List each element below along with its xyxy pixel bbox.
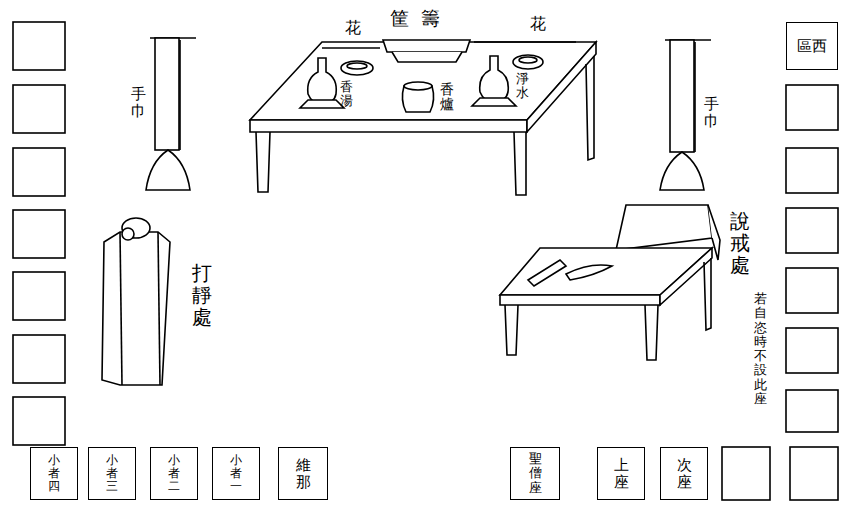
seat-label: 小者三	[106, 454, 118, 494]
empty-seat-boxes	[13, 335, 65, 383]
empty-seat-boxes	[13, 397, 65, 445]
towel-stand	[660, 152, 704, 190]
table-objects	[480, 56, 509, 102]
towel-stand	[694, 42, 696, 152]
seat-box: 小者四	[30, 447, 78, 500]
pillar-with-bell	[120, 232, 122, 385]
seat-label: 維那	[296, 457, 311, 490]
towel-stand	[670, 40, 694, 152]
altar-table	[250, 120, 527, 132]
precept-seat	[616, 205, 712, 250]
precept-seat	[500, 295, 660, 305]
object-label: 香湯	[340, 80, 353, 109]
empty-seat-boxes	[13, 22, 65, 70]
altar-table	[250, 42, 596, 195]
empty-seat-boxes	[13, 22, 838, 500]
table-objects	[341, 61, 373, 75]
empty-seat-boxes	[13, 272, 65, 320]
empty-seat-boxes	[786, 328, 838, 373]
empty-seat-boxes	[786, 268, 838, 313]
towel-stand	[146, 150, 190, 190]
object-label: 說戒處	[730, 210, 750, 276]
table-objects	[347, 63, 367, 69]
table-objects	[472, 98, 516, 106]
altar-table	[527, 42, 596, 132]
empty-seat-boxes	[786, 148, 838, 193]
seat-box: 上座	[597, 447, 645, 500]
flower-leader-line	[322, 42, 576, 48]
object-label: 筐籌	[390, 6, 452, 32]
table-objects	[383, 40, 470, 52]
empty-seat-boxes	[13, 148, 65, 196]
table-objects	[513, 55, 543, 69]
seat-label: 小者四	[48, 454, 60, 494]
seat-box: 區西	[786, 22, 838, 70]
empty-seat-boxes	[786, 208, 838, 253]
seat-box: 維那	[278, 447, 328, 500]
towel-stand	[146, 38, 711, 190]
seat-label: 小者一	[230, 454, 242, 494]
altar-table	[256, 56, 594, 195]
towel-stand	[179, 40, 181, 150]
seat-box: 聖僧座	[510, 447, 560, 500]
table-objects	[519, 57, 537, 63]
table-objects	[392, 52, 462, 62]
pillar-with-bell	[102, 232, 170, 385]
pillar-with-bell	[158, 232, 160, 385]
seat-box: 小者三	[88, 447, 136, 500]
table-objects	[404, 82, 432, 90]
empty-seat-boxes	[13, 85, 65, 133]
seat-box: 小者一	[212, 447, 260, 500]
table-objects	[308, 58, 337, 104]
empty-seat-boxes	[13, 210, 65, 258]
precept-seat	[528, 260, 566, 286]
seat-label: 次座	[677, 457, 692, 490]
object-label: 若自恣時不設此座	[754, 292, 767, 406]
seat-label: 區西	[797, 37, 827, 56]
table-objects	[300, 100, 344, 108]
empty-seat-boxes	[790, 447, 838, 500]
precept-seat	[505, 258, 711, 360]
towel-stand	[155, 38, 179, 150]
empty-seat-boxes	[786, 85, 838, 130]
flower-leader-line	[474, 41, 576, 43]
object-label: 花	[530, 14, 546, 35]
pillar-with-bell	[102, 218, 170, 385]
pillar-with-bell	[122, 228, 134, 240]
seat-label: 上座	[614, 457, 629, 490]
seat-box: 次座	[660, 447, 708, 500]
empty-seat-boxes	[786, 390, 838, 432]
flower-leader-line	[322, 47, 380, 49]
object-label: 花	[345, 18, 361, 39]
object-label: 打靜處	[192, 262, 212, 328]
precept-seat	[566, 265, 612, 280]
object-label: 淨水	[516, 72, 529, 101]
seat-box: 小者二	[150, 447, 198, 500]
object-label: 香爐	[440, 82, 454, 113]
table-objects	[300, 40, 543, 112]
object-label: 手巾	[704, 96, 719, 129]
precept-seat	[500, 248, 712, 295]
seat-label: 聖僧座	[529, 452, 542, 495]
object-label: 手巾	[131, 86, 146, 119]
empty-seat-boxes	[722, 447, 770, 500]
precept-seat	[500, 205, 720, 360]
seat-label: 小者二	[168, 454, 180, 494]
